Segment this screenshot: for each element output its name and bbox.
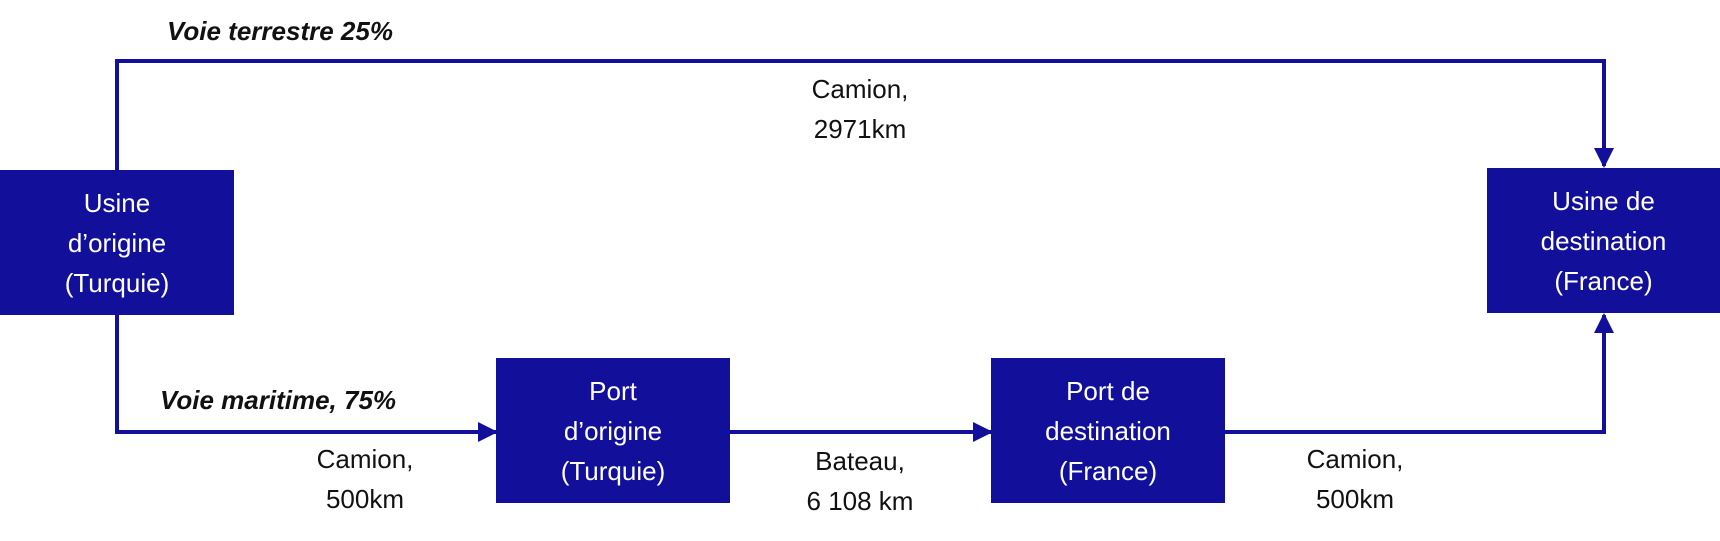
ship-label: Bateau, 6 108 km xyxy=(760,441,960,521)
edge-label-line: Camion, xyxy=(316,444,414,474)
edge-label-line: Camion, xyxy=(1306,444,1404,474)
node-line: Port xyxy=(589,375,637,406)
node-line: (France) xyxy=(1058,455,1158,486)
edge-label-line: Camion, xyxy=(811,74,909,104)
node-line: destination xyxy=(1540,225,1667,256)
land-route-title: Voie terrestre 25% xyxy=(167,16,393,46)
node-line: Port de xyxy=(1066,375,1150,406)
edge-label-line: 2971km xyxy=(813,114,907,144)
node-line: Usine xyxy=(83,187,151,218)
node-line: d’origine xyxy=(563,415,663,446)
truck-to-port-label: Camion, 500km xyxy=(265,439,465,519)
node-line: (France) xyxy=(1554,265,1653,296)
origin-factory-node: Usine d’origine (Turquie) xyxy=(0,170,234,315)
node-line: d’origine xyxy=(67,227,167,258)
edge-label-line: Bateau, xyxy=(815,446,905,476)
destination-factory-node: Usine de destination (France) xyxy=(1487,168,1720,313)
edge-label-line: 6 108 km xyxy=(806,486,914,516)
node-line: Usine de xyxy=(1552,185,1655,216)
land-route-arrow xyxy=(115,59,1614,170)
edge-label-line: 500km xyxy=(325,484,405,514)
destination-port-node: Port de destination (France) xyxy=(991,358,1225,503)
land-truck-label: Camion, 2971km xyxy=(760,69,960,149)
truck-from-port-arrow xyxy=(1225,313,1614,434)
sea-route-title: Voie maritime, 75% xyxy=(160,385,397,415)
node-line: (Turquie) xyxy=(64,267,170,298)
truck-from-port-label: Camion, 500km xyxy=(1255,439,1455,519)
edge-label-line: 500km xyxy=(1315,484,1395,514)
node-line: (Turquie) xyxy=(560,455,666,486)
node-line: destination xyxy=(1045,415,1171,446)
truck-to-port-arrow xyxy=(115,315,498,442)
origin-port-node: Port d’origine (Turquie) xyxy=(496,358,730,503)
